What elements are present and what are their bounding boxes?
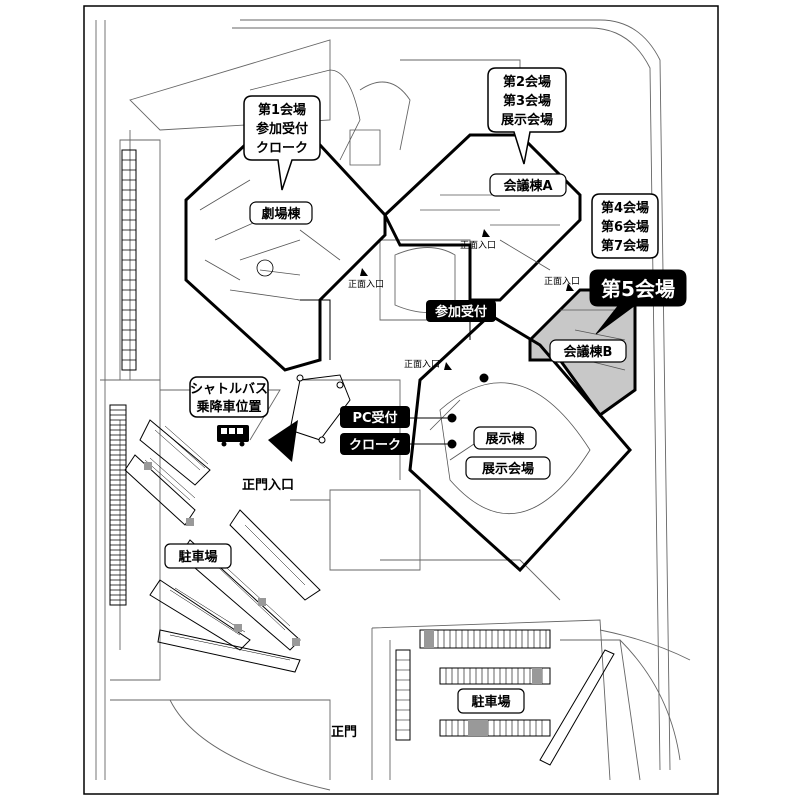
svg-text:会議棟A: 会議棟A: [503, 178, 552, 194]
callout-line-3: 第7会場: [601, 238, 649, 254]
reception-dot-icon: [479, 373, 489, 383]
svg-text:劇場棟: 劇場棟: [261, 206, 301, 222]
svg-text:クローク: クローク: [349, 438, 401, 453]
marker-cloak: クローク: [340, 433, 410, 455]
entrance-label: 正面入口: [460, 240, 496, 251]
entrance-label: 正面入口: [404, 359, 440, 370]
callout-line-1: 第2会場: [503, 74, 551, 90]
main-gate-label: 正門: [331, 725, 357, 740]
label-exhibit: 展示棟: [473, 426, 537, 450]
svg-text:駐車場: 駐車場: [178, 549, 217, 565]
label-parking-bottom: 駐車場: [457, 688, 525, 714]
parking-stripes-left: [109, 149, 321, 673]
callout-line-3: クローク: [256, 141, 308, 156]
svg-text:会議棟B: 会議棟B: [564, 344, 613, 360]
callout-line-2: 参加受付: [256, 121, 308, 137]
svg-text:展示会場: 展示会場: [482, 461, 534, 477]
plaza-post: [296, 374, 304, 382]
plaza-outline: [289, 374, 351, 441]
label-parking-left: 駐車場: [164, 543, 232, 569]
marker-reception: 参加受付: [426, 300, 496, 322]
walkway: [300, 299, 471, 360]
callout-line-2: 第6会場: [601, 219, 649, 235]
label-conference-a: 会議棟A: [489, 173, 567, 197]
entrance-arrow-icon: [482, 229, 490, 237]
conference-building-a: [383, 133, 582, 302]
callout-line-3: 展示会場: [501, 112, 553, 128]
main-gate-arrow-icon: [268, 420, 298, 462]
marker-pc-reception: PC受付: [340, 406, 410, 428]
callout-building-a-rooms: 第2会場 第3会場 展示会場: [487, 67, 567, 165]
entrance-label: 正面入口: [544, 276, 580, 287]
entrance-arrow-icon: [566, 283, 574, 291]
callout-shuttle-bus: シャトルバス 乗降車位置: [189, 376, 269, 418]
callout-room5: 第5会場: [589, 269, 687, 335]
svg-text:PC受付: PC受付: [352, 410, 397, 426]
svg-text:参加受付: 参加受付: [435, 304, 487, 320]
callout-line-2: 第3会場: [503, 93, 551, 109]
main-gate-entrance-label: 正門入口: [242, 478, 294, 493]
callout-building-b-rooms: 第4会場 第6会場 第7会場: [591, 193, 659, 259]
entrance-arrow-icon: [360, 268, 368, 276]
label-theater: 劇場棟: [249, 201, 313, 225]
plaza-post: [336, 381, 344, 389]
parking-stripes-bottom: [395, 629, 615, 766]
cloak-dot-icon: [447, 439, 457, 449]
entrance-arrow-icon: [444, 362, 452, 370]
shuttle-line-2: 乗降車位置: [195, 399, 261, 415]
entrance-label: 正面入口: [348, 279, 384, 290]
plaza-post: [318, 436, 326, 444]
svg-text:駐車場: 駐車場: [471, 694, 510, 710]
shuttle-line-1: シャトルバス: [190, 382, 268, 397]
svg-text:展示棟: 展示棟: [485, 431, 525, 447]
label-conference-b: 会議棟B: [549, 339, 627, 363]
site-outlines: [95, 19, 691, 791]
pc-reception-dot-icon: [447, 413, 457, 423]
label-exhibit-hall: 展示会場: [465, 456, 551, 480]
callout-line-1: 第4会場: [601, 200, 649, 216]
bus-icon: [217, 425, 249, 447]
callout-line-1: 第1会場: [258, 102, 306, 118]
room5-label: 第5会場: [601, 277, 675, 301]
callout-theater-reception: 第1会場 参加受付 クローク: [243, 95, 321, 191]
